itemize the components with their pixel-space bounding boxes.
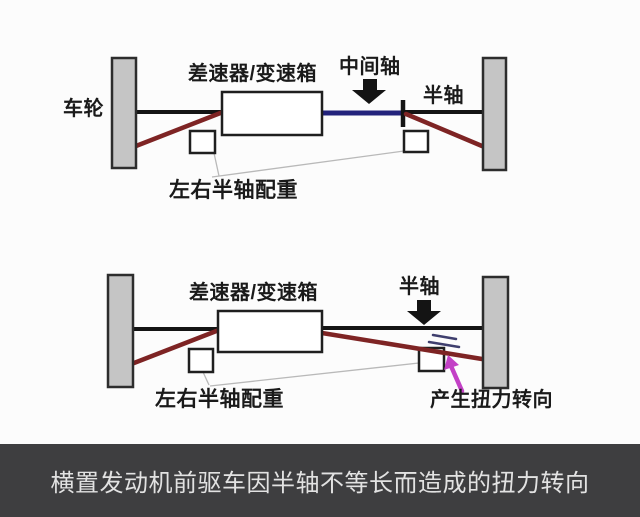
slip-dash-lower: [427, 340, 461, 349]
left-drive-shaft-red-top: [133, 109, 226, 149]
slip-dash-upper: [431, 333, 458, 341]
caption-bar: 横置发动机前驱车因半轴不等长而造成的扭力转向: [0, 444, 640, 517]
leader-line-bottom-left: [202, 371, 210, 386]
caption-text: 横置发动机前驱车因半轴不等长而造成的扭力转向: [50, 470, 590, 497]
label-torque-steer: 产生扭力转向: [430, 389, 553, 411]
gearbox-box-bottom: [216, 309, 324, 354]
leader-line-bottom-diagonal: [209, 360, 438, 387]
counterweight-square-bottom-left: [187, 347, 215, 374]
counterweight-square-top-right: [402, 129, 430, 154]
gearbox-box-top: [220, 90, 324, 137]
wheel-top-left: [110, 56, 138, 170]
torque-steer-arrow-shaft: [448, 363, 465, 394]
leader-line-top-left: [213, 152, 220, 177]
label-counterweight-bottom: 左右半轴配重: [155, 388, 284, 411]
label-wheel: 车轮: [63, 98, 104, 120]
label-gearbox-top: 差速器/变速箱: [188, 63, 318, 85]
down-arrow-icon-halfshaft-stem: [417, 300, 431, 311]
down-arrow-icon-intermediate-head: [352, 90, 386, 104]
label-gearbox-bottom: 差速器/变速箱: [189, 282, 319, 304]
label-half-shaft-top: 半轴: [423, 85, 464, 107]
torque-steer-arrow-head: [444, 355, 459, 370]
down-arrow-icon-intermediate-stem: [363, 79, 377, 90]
wheel-bottom-left: [106, 273, 135, 389]
wheel-bottom-right: [481, 275, 510, 390]
label-counterweight-top: 左右半轴配重: [169, 179, 298, 202]
wheel-top-right: [481, 56, 508, 172]
label-half-shaft-bottom: 半轴: [399, 276, 440, 298]
long-drive-shaft-red-bottom: [319, 330, 485, 362]
right-drive-shaft-red-top: [403, 111, 485, 149]
counterweight-square-top-left: [188, 129, 217, 155]
left-drive-shaft-red-bottom: [131, 327, 222, 366]
leader-line-top-diagonal: [211, 150, 405, 178]
label-intermediate-shaft: 中间轴: [339, 56, 401, 78]
down-arrow-icon-halfshaft-head: [407, 311, 441, 325]
